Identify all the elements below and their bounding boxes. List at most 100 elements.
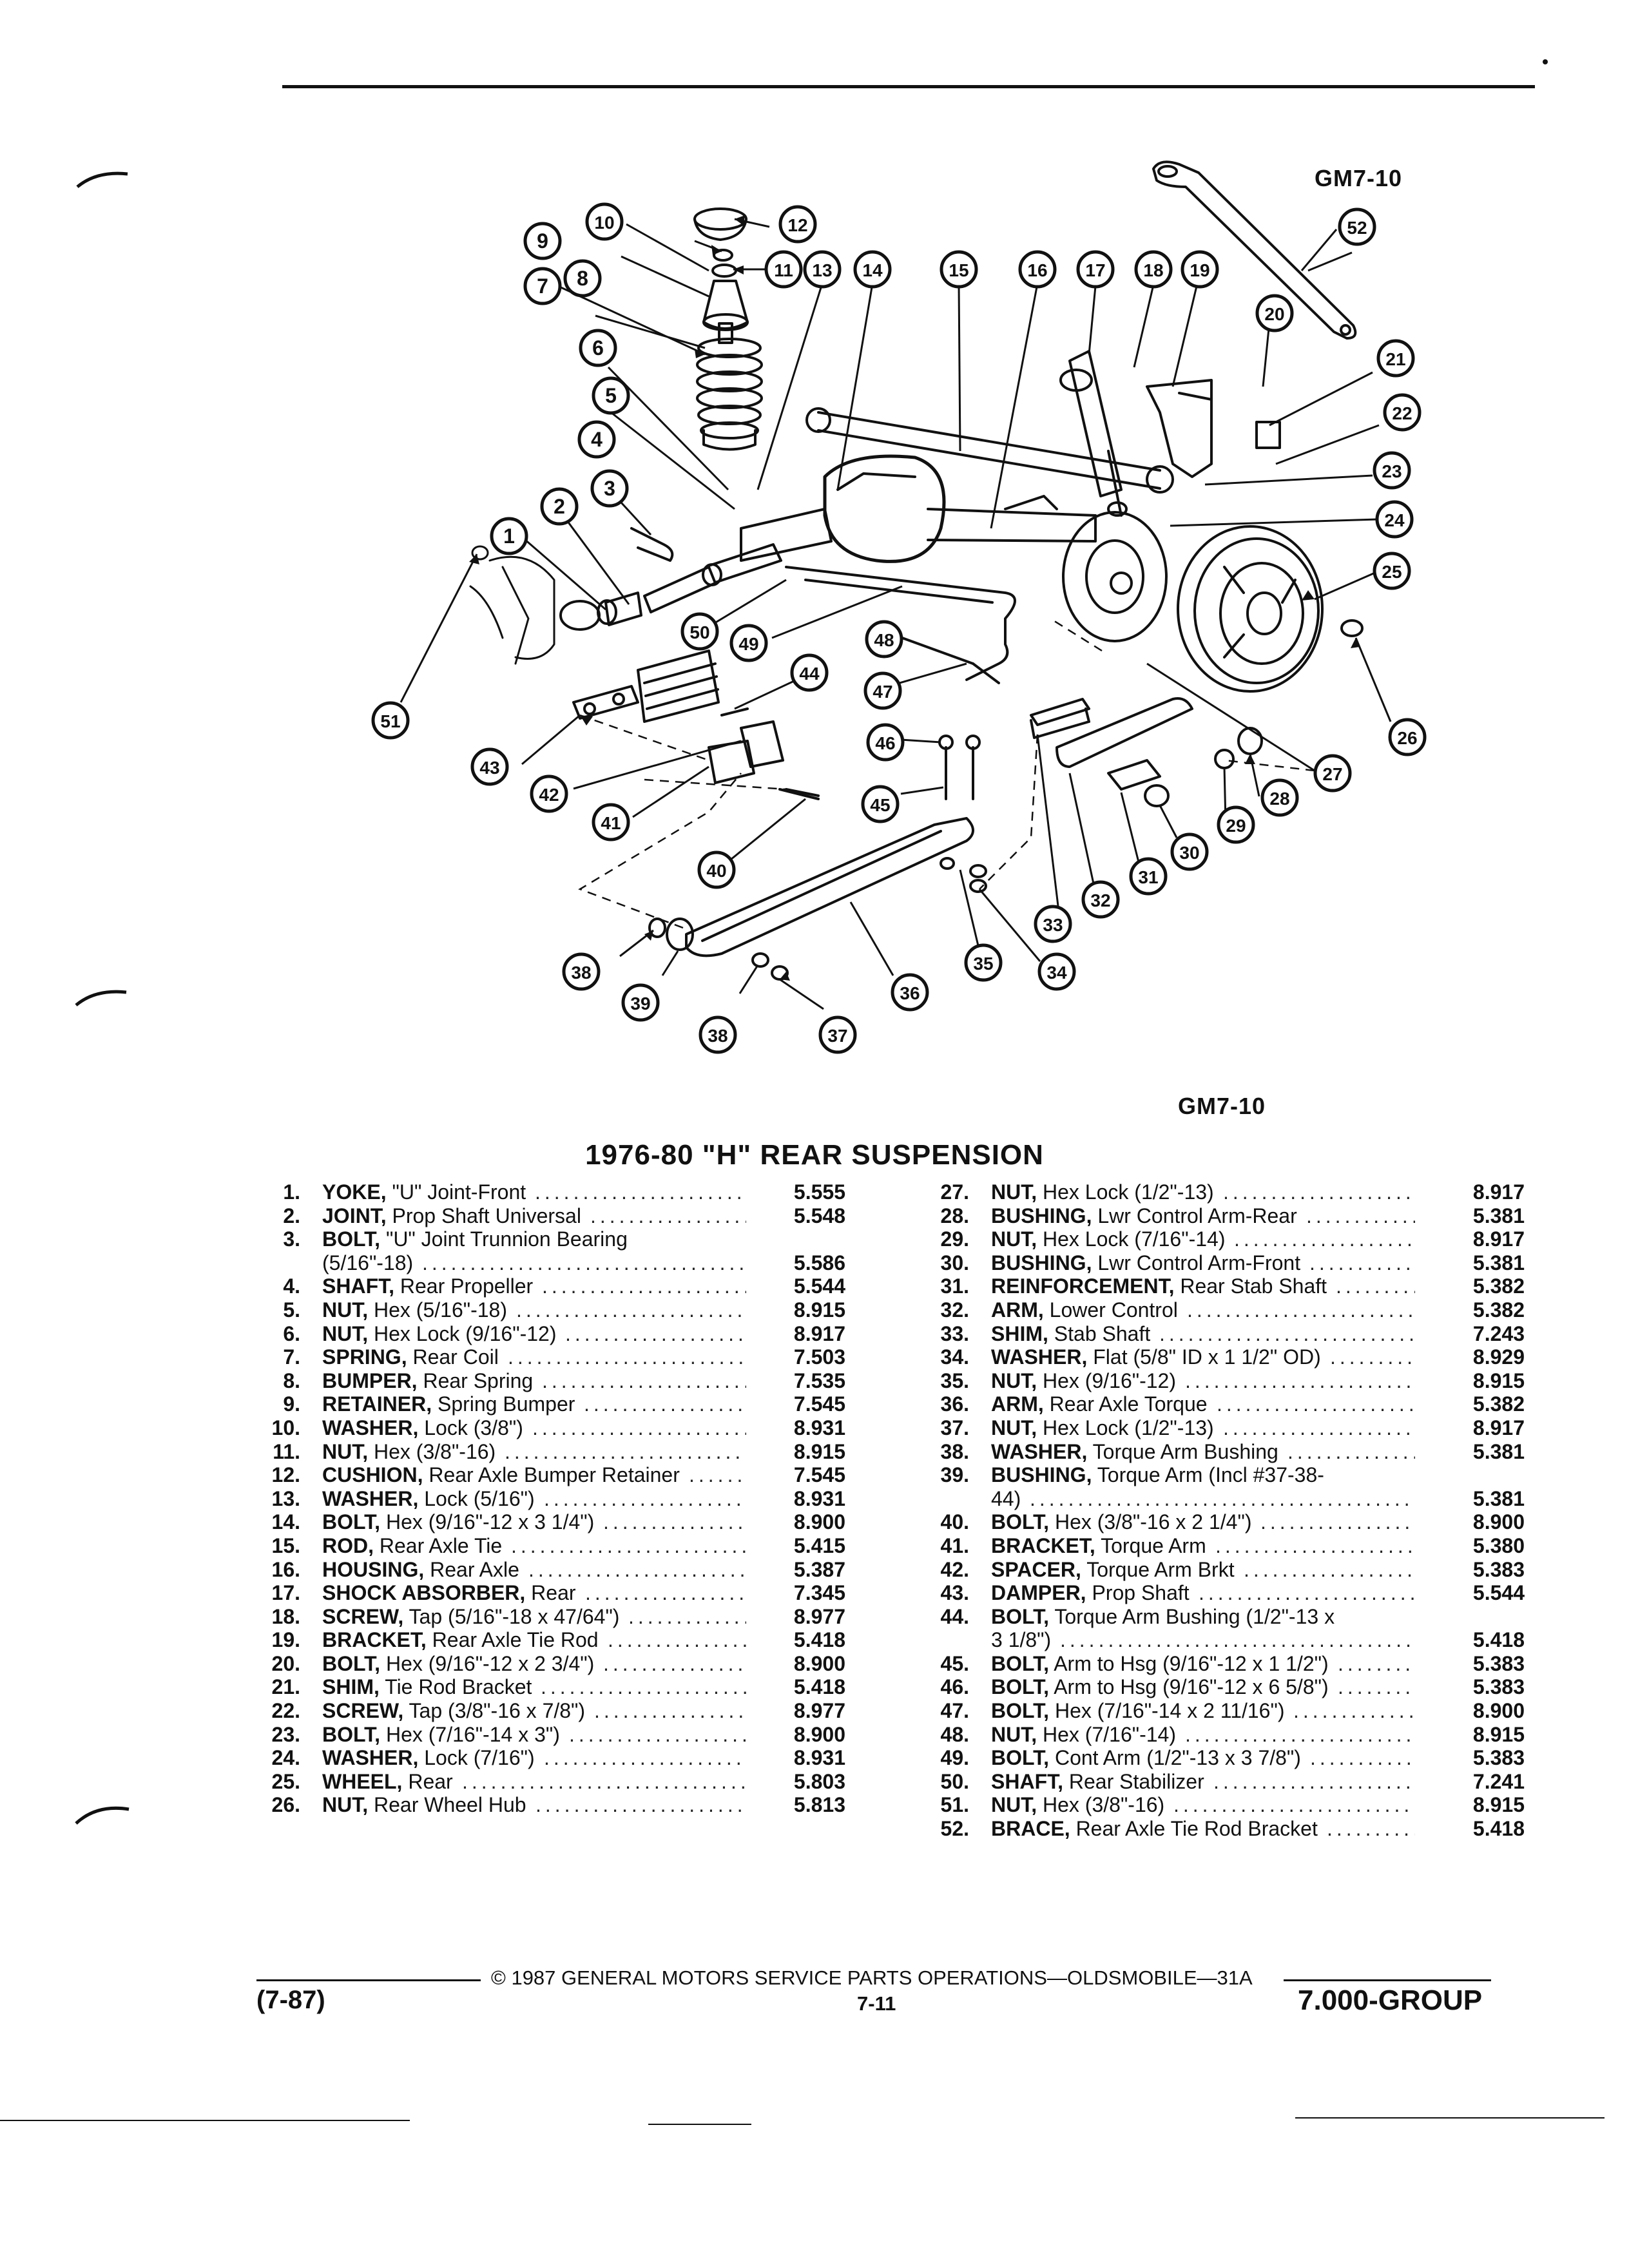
dot-leader: ........................................…: [1336, 1274, 1415, 1298]
dot-leader: ........................................…: [542, 1369, 746, 1392]
callout-circle: [699, 1015, 737, 1054]
dot-leader: ........................................…: [544, 1486, 746, 1510]
part-name: BOLT,: [322, 1510, 381, 1534]
callout-label: 29: [1226, 816, 1246, 836]
callout-label: 4: [591, 428, 602, 451]
callout-label: 7: [537, 274, 548, 298]
dot-leader: ........................................…: [590, 1204, 746, 1227]
callout-label: 2: [554, 495, 565, 518]
callout-20: 20: [1255, 294, 1294, 332]
part-name: BUMPER,: [322, 1369, 418, 1392]
catalog-code: 8.931: [793, 1746, 845, 1770]
callout-circle: [680, 612, 719, 651]
part-description: BOLT, Hex (7/16"-14 x 3"): [322, 1722, 560, 1746]
callout-circle: [490, 517, 528, 555]
dot-leader: ........................................…: [535, 1793, 746, 1817]
part-name: NUT,: [991, 1180, 1037, 1204]
callout-circle: [1375, 500, 1414, 539]
callout-2: 2: [540, 487, 579, 526]
part-description: SHIM, Tie Rod Bracket: [322, 1675, 532, 1699]
callout-40: 40: [697, 850, 736, 889]
callout-label: 13: [812, 260, 832, 280]
callout-circle: [1034, 905, 1072, 943]
part-description: WASHER, Lock (5/16"): [322, 1486, 535, 1510]
callout-label: 24: [1384, 510, 1405, 530]
part-name: ARM,: [991, 1392, 1044, 1416]
dot-leader: ........................................…: [1159, 1321, 1415, 1345]
part-description: BRACE, Rear Axle Tie Rod Bracket: [991, 1817, 1318, 1841]
part-row: 14.BOLT, Hex (9/16"-12 x 3 1/4")8.900...…: [256, 1510, 862, 1534]
callout-34: 34: [1037, 952, 1076, 991]
callout-label: 9: [537, 229, 548, 253]
part-number: 52.: [940, 1817, 969, 1841]
dot-leader: ........................................…: [1199, 1581, 1415, 1605]
footer-rule-right: [1284, 1979, 1491, 1981]
part-number: 45.: [940, 1651, 969, 1675]
callout-circle: [1217, 805, 1255, 844]
part-number: 29.: [940, 1227, 969, 1251]
part-name: NUT,: [991, 1793, 1037, 1817]
callout-circle: [1388, 718, 1427, 756]
dot-leader: ........................................…: [1187, 1298, 1415, 1321]
catalog-code: 8.915: [793, 1298, 845, 1321]
catalog-code: 5.381: [1472, 1486, 1525, 1510]
callout-11: 11: [764, 250, 803, 289]
figure-code-top: GM7-10: [1315, 165, 1403, 191]
part-row: 27.NUT, Hex Lock (1/2"-13)8.917.........…: [925, 1180, 1525, 1204]
callout-label: 48: [874, 630, 894, 650]
bottom-scan-rule-mid: [648, 2124, 751, 2125]
catalog-code: 5.383: [1472, 1557, 1525, 1581]
stabilizer-shaft: [785, 566, 1016, 681]
part-number: 18.: [271, 1604, 300, 1628]
part-number: 44.: [940, 1604, 969, 1628]
callout-label: 18: [1143, 260, 1163, 280]
part-name: BOLT,: [991, 1746, 1050, 1770]
dot-leader: ........................................…: [511, 1533, 746, 1557]
callout-19: 19: [1181, 250, 1219, 289]
callout-38: 38: [562, 952, 601, 991]
part-description: YOKE, "U" Joint-Front: [322, 1180, 526, 1204]
parts-list-right: 27.NUT, Hex Lock (1/2"-13)8.917.........…: [925, 1180, 1525, 1841]
callout-3: 3: [590, 469, 629, 508]
callout-label: 19: [1190, 260, 1210, 280]
callout-7: 7: [523, 267, 562, 305]
callout-circle: [1081, 880, 1120, 919]
callout-15: 15: [940, 250, 978, 289]
callout-circle: [1338, 207, 1376, 246]
part-description: BOLT, Hex (9/16"-12 x 2 3/4"): [322, 1651, 595, 1675]
part-description: SCREW, Tap (5/16"-18 x 47/64"): [322, 1604, 620, 1628]
part-name: NUT,: [322, 1793, 369, 1817]
dot-leader: ........................................…: [1185, 1722, 1415, 1746]
part-row: 18.SCREW, Tap (5/16"-18 x 47/64")8.977..…: [256, 1605, 862, 1629]
part-name: SHIM,: [991, 1321, 1048, 1345]
callout-label: 1: [503, 524, 515, 548]
catalog-code: 8.915: [793, 1439, 845, 1463]
callout-9: 9: [523, 222, 562, 260]
part-description: (5/16"-18): [322, 1251, 414, 1274]
callout-12: 12: [778, 205, 817, 244]
dot-leader: ........................................…: [1310, 1746, 1415, 1770]
part-name: NUT,: [991, 1227, 1037, 1251]
catalog-code: 7.503: [793, 1345, 845, 1369]
callout-circle: [530, 774, 568, 813]
catalog-code: 8.917: [793, 1321, 845, 1345]
part-description: WASHER, Lock (3/8"): [322, 1416, 523, 1439]
callout-label: 20: [1264, 304, 1284, 324]
catalog-code: 8.915: [1472, 1793, 1525, 1817]
callout-44: 44: [790, 653, 829, 692]
catalog-code: 5.383: [1472, 1651, 1525, 1675]
callout-label: 26: [1397, 728, 1417, 748]
dot-leader: ........................................…: [565, 1321, 746, 1345]
part-number: 39.: [940, 1463, 969, 1487]
part-name: SHIM,: [322, 1675, 380, 1699]
part-name: ARM,: [991, 1298, 1044, 1321]
callout-circle: [1383, 393, 1422, 432]
part-row: 46.BOLT, Arm to Hsg (9/16"-12 x 6 5/8")5…: [925, 1675, 1525, 1699]
callout-label: 11: [774, 260, 793, 280]
part-description: HOUSING, Rear Axle: [322, 1557, 519, 1581]
group-label: 7.000-GROUP: [1298, 1984, 1483, 2016]
callout-46: 46: [866, 723, 905, 762]
